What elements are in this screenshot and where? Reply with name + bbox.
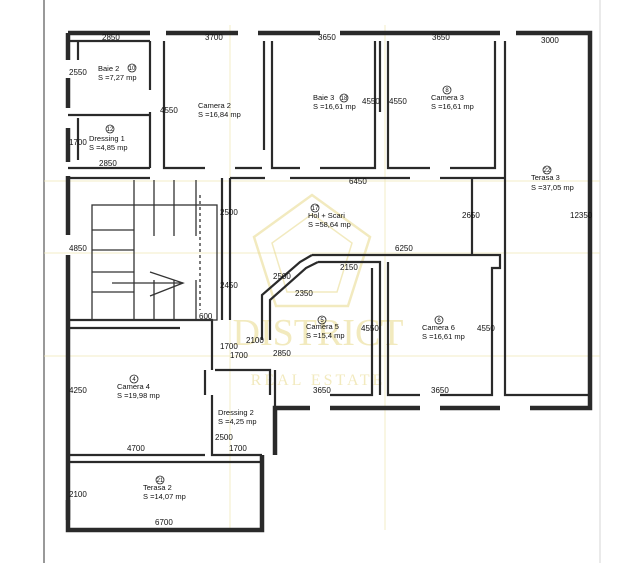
room-number: 4 (132, 377, 136, 383)
room-number: 6 (437, 318, 441, 324)
room-baie-2: Baie 2 10 S =7,27 mp (98, 63, 137, 82)
room-area: S =4,25 mp (218, 417, 257, 426)
room-camera-2: Camera 2 S =16,84 mp (198, 101, 241, 119)
room-number: 22 (544, 168, 551, 174)
dimension-label: 2450 (220, 281, 238, 290)
room-number: 10 (129, 66, 136, 72)
room-number: 17 (312, 206, 319, 212)
dimension-label: 2550 (69, 68, 87, 77)
room-name: Baie 2 (98, 64, 119, 73)
room-name: Dressing 1 (89, 134, 125, 143)
room-camera-6: 6 Camera 6 S =16,61 mp (422, 315, 465, 341)
dimension-label: 4550 (160, 106, 178, 115)
dimension-label: 2150 (340, 263, 358, 272)
dimension-label: 1700 (230, 351, 248, 360)
dimension-label: 3650 (313, 386, 331, 395)
room-dressing-2: Dressing 2 S =4,25 mp (218, 408, 257, 426)
dimension-label: 3650 (431, 386, 449, 395)
room-area: S =16,61 mp (313, 102, 356, 111)
room-number: 18 (341, 96, 348, 102)
dimension-label: 4850 (69, 244, 87, 253)
dimension-label: 3650 (318, 33, 336, 42)
room-name: Camera 5 (306, 322, 339, 331)
dimension-label: 6450 (349, 177, 367, 186)
interior-walls (68, 39, 590, 464)
room-area: S =4,85 mp (89, 143, 128, 152)
dimension-label: 2350 (295, 289, 313, 298)
dimension-label: 2100 (69, 490, 87, 499)
dimension-label: 3650 (432, 33, 450, 42)
room-name: Terasa 2 (143, 483, 172, 492)
room-terasa-2: 21 Terasa 2 S =14,07 mp (143, 475, 186, 501)
dimension-label: 6700 (155, 518, 173, 527)
dimension-label: 3000 (541, 36, 559, 45)
room-number: 21 (157, 478, 164, 484)
staircase (91, 180, 218, 321)
room-camera-3: 8 Camera 3 S =16,61 mp (431, 85, 474, 111)
room-name: Camera 6 (422, 323, 455, 332)
dimension-label: 2650 (462, 211, 480, 220)
room-baie-3: Baie 3 18 S =16,61 mp (313, 93, 356, 111)
room-number: 12 (107, 127, 114, 133)
room-camera-4: 4 Camera 4 S =19,98 mp (117, 374, 160, 400)
room-number: 8 (445, 88, 449, 94)
room-camera-5: 5 Camera 5 S =15,4 mp (306, 315, 345, 340)
room-name: Camera 4 (117, 382, 150, 391)
room-name: Camera 3 (431, 93, 464, 102)
room-area: S =58,64 mp (308, 220, 351, 229)
dimension-label: 2500 (215, 433, 233, 442)
room-area: S =15,4 mp (306, 331, 345, 340)
dimension-label: 2500 (273, 272, 291, 281)
dimension-label: 1700 (220, 342, 238, 351)
room-terasa-3: 22 Terasa 3 S =37,05 mp (531, 165, 574, 192)
dimension-label: 4700 (127, 444, 145, 453)
room-name: Camera 2 (198, 101, 231, 110)
dimension-label: 2500 (220, 208, 238, 217)
room-dressing-1: 12 Dressing 1 S =4,85 mp (89, 124, 128, 152)
dimension-label: 600 (199, 312, 213, 321)
room-area: S =16,84 mp (198, 110, 241, 119)
room-area: S =7,27 mp (98, 73, 137, 82)
room-area: S =16,61 mp (431, 102, 474, 111)
room-name: Baie 3 (313, 93, 334, 102)
dimension-label: 4550 (477, 324, 495, 333)
room-name: Hol + Scari (308, 211, 345, 220)
room-name: Dressing 2 (218, 408, 254, 417)
room-number: 5 (320, 318, 324, 324)
watermark-subtext: REAL ESTATE (251, 372, 386, 389)
room-area: S =19,98 mp (117, 391, 160, 400)
dimension-label: 4550 (362, 97, 380, 106)
dimension-label: 2100 (246, 336, 264, 345)
dimension-label: 2850 (102, 33, 120, 42)
dimension-label: 2850 (99, 159, 117, 168)
room-area: S =16,61 mp (422, 332, 465, 341)
room-area: S =37,05 mp (531, 183, 574, 192)
dimension-label: 4550 (361, 324, 379, 333)
dimension-label: 1700 (69, 138, 87, 147)
dimension-label: 1700 (229, 444, 247, 453)
dimension-label: 2850 (273, 349, 291, 358)
dimension-label: 4250 (69, 386, 87, 395)
dimension-label: 3700 (205, 33, 223, 42)
dimension-label: 12350 (570, 211, 593, 220)
dimension-label: 4550 (389, 97, 407, 106)
dimension-label: 6250 (395, 244, 413, 253)
room-hol-scari: 17 Hol + Scari S =58,64 mp (308, 203, 351, 229)
room-area: S =14,07 mp (143, 492, 186, 501)
room-name: Terasa 3 (531, 173, 560, 182)
dimensions: 2850 3700 3650 3650 3000 2550 4550 4550 … (69, 33, 593, 527)
